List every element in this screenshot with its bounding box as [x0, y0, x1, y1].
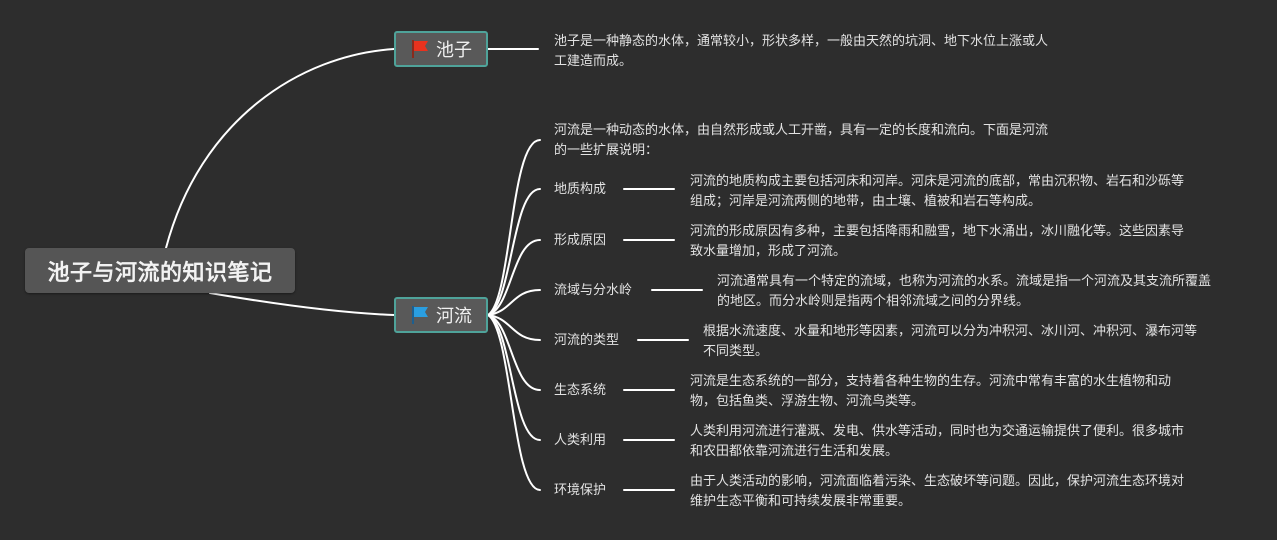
link-river-topic-5: [487, 314, 541, 391]
topic-pond-label: 池子: [436, 40, 472, 61]
link-river-intro: [487, 139, 541, 316]
river-intro[interactable]: 河流是一种动态的水体，由自然形成或人工开凿，具有一定的长度和流向。下面是河流的一…: [554, 121, 1049, 161]
river-topic-human-use[interactable]: 人类利用: [554, 431, 606, 451]
pond-description-text: 池子是一种静态的水体，通常较小，形状多样，一般由天然的坑洞、地下水位上涨或人工建…: [554, 34, 1049, 69]
river-topic-human-use-detail[interactable]: 人类利用河流进行灌溉、发电、供水等活动，同时也为交通运输提供了便利。很多城市和农…: [690, 422, 1185, 462]
river-topic-formation-label: 形成原因: [554, 233, 607, 248]
river-topic-protection-label: 环境保护: [554, 483, 607, 498]
river-topic-geology-text: 河流的地质构成主要包括河床和河岸。河床是河流的底部，常由沉积物、岩石和沙砾等组成…: [690, 174, 1185, 209]
river-topic-human-use-text: 人类利用河流进行灌溉、发电、供水等活动，同时也为交通运输提供了便利。很多城市和农…: [690, 424, 1185, 459]
river-topic-geology[interactable]: 地质构成: [554, 180, 606, 200]
link-root-river: [209, 292, 395, 316]
river-topic-protection-text: 由于人类活动的影响，河流面临着污染、生态破坏等问题。因此，保护河流生态环境对维护…: [690, 474, 1185, 509]
river-topic-geology-detail[interactable]: 河流的地质构成主要包括河床和河岸。河床是河流的底部，常由沉积物、岩石和沙砾等组成…: [690, 172, 1185, 212]
river-topic-types-text: 根据水流速度、水量和地形等因素，河流可以分为冲积河、冰川河、冲积河、瀑布河等不同…: [703, 324, 1198, 359]
river-topic-geology-label: 地质构成: [554, 182, 607, 197]
topic-river-label: 河流: [436, 306, 472, 327]
river-topic-formation-text: 河流的形成原因有多种，主要包括降雨和融雪，地下水涌出，冰川融化等。这些因素导致水…: [690, 224, 1185, 259]
river-topic-basin-label: 流域与分水岭: [554, 283, 633, 298]
link-river-topic-7: [487, 314, 541, 491]
topic-river[interactable]: 河流: [394, 297, 488, 333]
river-topic-basin-detail[interactable]: 河流通常具有一个特定的流域，也称为河流的水系。流域是指一个河流及其支流所覆盖的地…: [717, 272, 1212, 312]
topic-pond[interactable]: 池子: [394, 31, 488, 67]
river-topic-types-label: 河流的类型: [554, 333, 620, 348]
river-topic-ecosystem-label: 生态系统: [554, 383, 607, 398]
link-river-topic-1: [487, 188, 541, 316]
river-intro-text: 河流是一种动态的水体，由自然形成或人工开凿，具有一定的长度和流向。下面是河流的一…: [554, 123, 1049, 158]
river-topic-formation[interactable]: 形成原因: [554, 231, 606, 251]
river-topic-human-use-label: 人类利用: [554, 433, 607, 448]
link-root-pond: [165, 48, 395, 249]
river-topic-formation-detail[interactable]: 河流的形成原因有多种，主要包括降雨和融雪，地下水涌出，冰川融化等。这些因素导致水…: [690, 222, 1185, 262]
link-river-topic-6: [487, 314, 541, 441]
blue-flag-icon: [412, 306, 428, 324]
river-topic-ecosystem[interactable]: 生态系统: [554, 381, 606, 401]
river-topic-basin-text: 河流通常具有一个特定的流域，也称为河流的水系。流域是指一个河流及其支流所覆盖的地…: [717, 274, 1212, 309]
river-topic-types-detail[interactable]: 根据水流速度、水量和地形等因素，河流可以分为冲积河、冰川河、冲积河、瀑布河等不同…: [703, 322, 1198, 362]
link-river-topic-4: [487, 314, 541, 341]
link-river-topic-3: [487, 289, 541, 316]
river-topic-ecosystem-text: 河流是生态系统的一部分，支持着各种生物的生存。河流中常有丰富的水生植物和动物，包…: [690, 374, 1172, 409]
river-topic-basin[interactable]: 流域与分水岭: [554, 281, 632, 301]
link-river-topic-2: [487, 239, 541, 316]
river-topic-protection[interactable]: 环境保护: [554, 481, 606, 501]
red-flag-icon: [412, 40, 428, 58]
river-topic-protection-detail[interactable]: 由于人类活动的影响，河流面临着污染、生态破坏等问题。因此，保护河流生态环境对维护…: [690, 472, 1185, 512]
root-topic[interactable]: 池子与河流的知识笔记: [25, 248, 295, 293]
river-topic-ecosystem-detail[interactable]: 河流是生态系统的一部分，支持着各种生物的生存。河流中常有丰富的水生植物和动物，包…: [690, 372, 1185, 412]
river-topic-types[interactable]: 河流的类型: [554, 331, 619, 351]
pond-description[interactable]: 池子是一种静态的水体，通常较小，形状多样，一般由天然的坑洞、地下水位上涨或人工建…: [554, 32, 1049, 72]
root-topic-title: 池子与河流的知识笔记: [47, 260, 273, 286]
